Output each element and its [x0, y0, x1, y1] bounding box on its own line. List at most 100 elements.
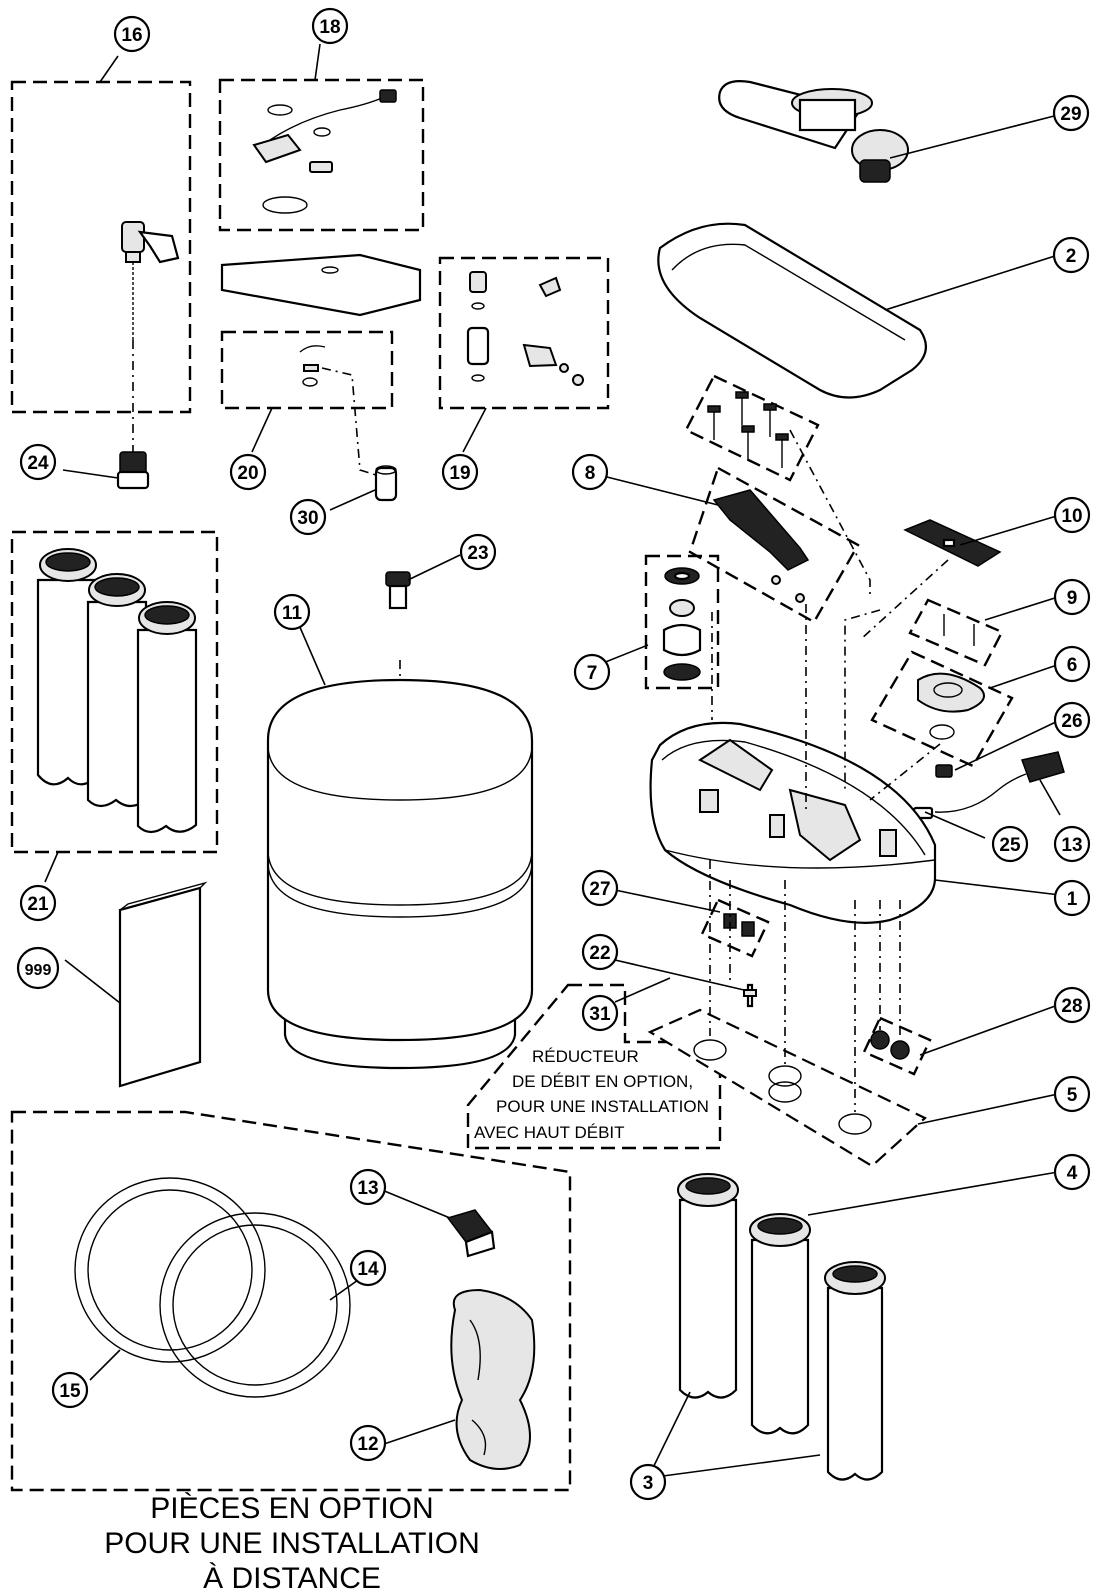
fittings-kit-drawing [466, 271, 584, 386]
svg-text:999: 999 [25, 962, 52, 979]
svg-text:À DISTANCE: À DISTANCE [203, 1562, 381, 1595]
air-gap-faucet-29-drawing [718, 80, 909, 183]
callout-11: 11 [273, 593, 311, 631]
svg-text:31: 31 [589, 1004, 611, 1025]
callout-15: 15 [51, 1371, 89, 1409]
svg-text:9: 9 [1067, 588, 1078, 609]
assembly-lines [399, 429, 949, 1112]
svg-text:10: 10 [1061, 506, 1082, 527]
fitting-28-box [862, 1016, 932, 1076]
callout-19: 19 [441, 453, 479, 491]
manual-card-999-drawing [118, 881, 208, 1088]
svg-text:25: 25 [999, 835, 1021, 856]
svg-text:8: 8 [585, 463, 596, 484]
svg-text:2: 2 [1066, 246, 1077, 267]
callout-30: 30 [289, 498, 327, 536]
callout-27: 27 [581, 869, 619, 907]
callout-14: 14 [349, 1249, 387, 1287]
tubing-coil-drawing [74, 1177, 351, 1398]
svg-text:6: 6 [1067, 655, 1078, 676]
faucet-drawing [47, 97, 180, 452]
connector-13-drawing [446, 1209, 496, 1258]
bottom-plate-5-drawing [647, 1008, 927, 1168]
svg-text:30: 30 [297, 508, 318, 529]
svg-text:13: 13 [1061, 835, 1082, 856]
callout-26: 26 [1053, 701, 1091, 739]
cover-2-drawing [657, 222, 928, 399]
callout-1: 1 [1053, 879, 1091, 917]
prefilter-set-box [10, 530, 219, 854]
callout-9: 9 [1053, 578, 1091, 616]
callout-7: 7 [573, 653, 611, 691]
svg-text:23: 23 [467, 543, 488, 564]
callout-25: 25 [991, 825, 1029, 863]
callout-5: 5 [1053, 1075, 1091, 1113]
wire-harness-drawing [912, 751, 1065, 820]
svg-text:13: 13 [357, 1178, 378, 1199]
svg-text:AVEC HAUT DÉBIT: AVEC HAUT DÉBIT [474, 1123, 625, 1142]
circuit-board-10-drawing [903, 519, 1002, 567]
callout-21: 21 [19, 884, 57, 922]
svg-text:11: 11 [282, 603, 303, 624]
svg-text:21: 21 [27, 894, 49, 915]
clip-kit-drawing [299, 345, 377, 476]
cap-6-box [870, 650, 1014, 768]
callout-3: 3 [629, 1463, 667, 1501]
callout-23: 23 [459, 533, 497, 571]
callout-31: 31 [581, 994, 619, 1032]
svg-text:DE DÉBIT EN OPTION,: DE DÉBIT EN OPTION, [512, 1072, 693, 1091]
svg-text:29: 29 [1060, 104, 1081, 125]
screw-set-top-drawing [707, 391, 789, 468]
fitting-27-box [700, 898, 770, 958]
callout-29: 29 [1052, 94, 1090, 132]
svg-text:POUR UNE INSTALLATION: POUR UNE INSTALLATION [496, 1097, 709, 1116]
manifold-base-1-drawing [649, 721, 937, 924]
remote-install-caption: PIÈCES EN OPTION POUR UNE INSTALLATION À… [104, 1492, 480, 1595]
svg-text:19: 19 [449, 463, 470, 484]
svg-text:26: 26 [1061, 711, 1082, 732]
callout-999: 999 [16, 946, 60, 990]
svg-text:5: 5 [1067, 1085, 1078, 1106]
svg-text:RÉDUCTEUR: RÉDUCTEUR [532, 1047, 639, 1066]
tank-valve-23-drawing [385, 571, 411, 610]
callout-10: 10 [1053, 496, 1091, 534]
bracket-8-box [688, 466, 860, 624]
screw-set-9-drawing [943, 614, 975, 646]
storage-tank-11-drawing [266, 678, 534, 1070]
screw-set-box-top [684, 374, 820, 482]
bracket-8-drawing [712, 489, 810, 603]
remote-install-box [10, 1110, 572, 1492]
callout-4: 4 [1053, 1153, 1091, 1191]
svg-text:3: 3 [643, 1473, 654, 1494]
callout-6: 6 [1053, 645, 1091, 683]
svg-text:27: 27 [589, 879, 610, 900]
prefilter-set-21-drawing [36, 548, 198, 834]
screw-set-9-box [908, 598, 1004, 667]
svg-text:PIÈCES EN OPTION: PIÈCES EN OPTION [150, 1492, 433, 1525]
clip-kit-box [220, 330, 394, 410]
filter-cartridges-3-drawing [677, 1173, 886, 1481]
flow-reducer-22-drawing [743, 983, 757, 1008]
callout-28: 28 [1053, 986, 1091, 1024]
svg-text:7: 7 [587, 663, 598, 684]
valve-7-box [644, 554, 720, 690]
svg-text:4: 4 [1067, 1163, 1078, 1184]
callout-22: 22 [581, 933, 619, 971]
fittings-kit-box [438, 256, 610, 410]
callout-24: 24 [19, 443, 57, 481]
cap-6-drawing [917, 672, 985, 740]
svg-text:28: 28 [1061, 996, 1082, 1017]
svg-text:1: 1 [1067, 889, 1078, 910]
holder-30-drawing [374, 465, 398, 502]
sensor-kit-box [218, 78, 425, 232]
svg-text:22: 22 [589, 943, 610, 964]
callout-13-top: 13 [1053, 825, 1091, 863]
flow-reducer-note-box [466, 983, 722, 1150]
leader-lines [44, 43, 1061, 1479]
svg-text:15: 15 [59, 1381, 81, 1402]
mounting-block-drawing [220, 253, 422, 317]
fittings-27-drawing [723, 913, 755, 937]
svg-text:20: 20 [237, 463, 258, 484]
callout-12: 12 [349, 1424, 387, 1462]
